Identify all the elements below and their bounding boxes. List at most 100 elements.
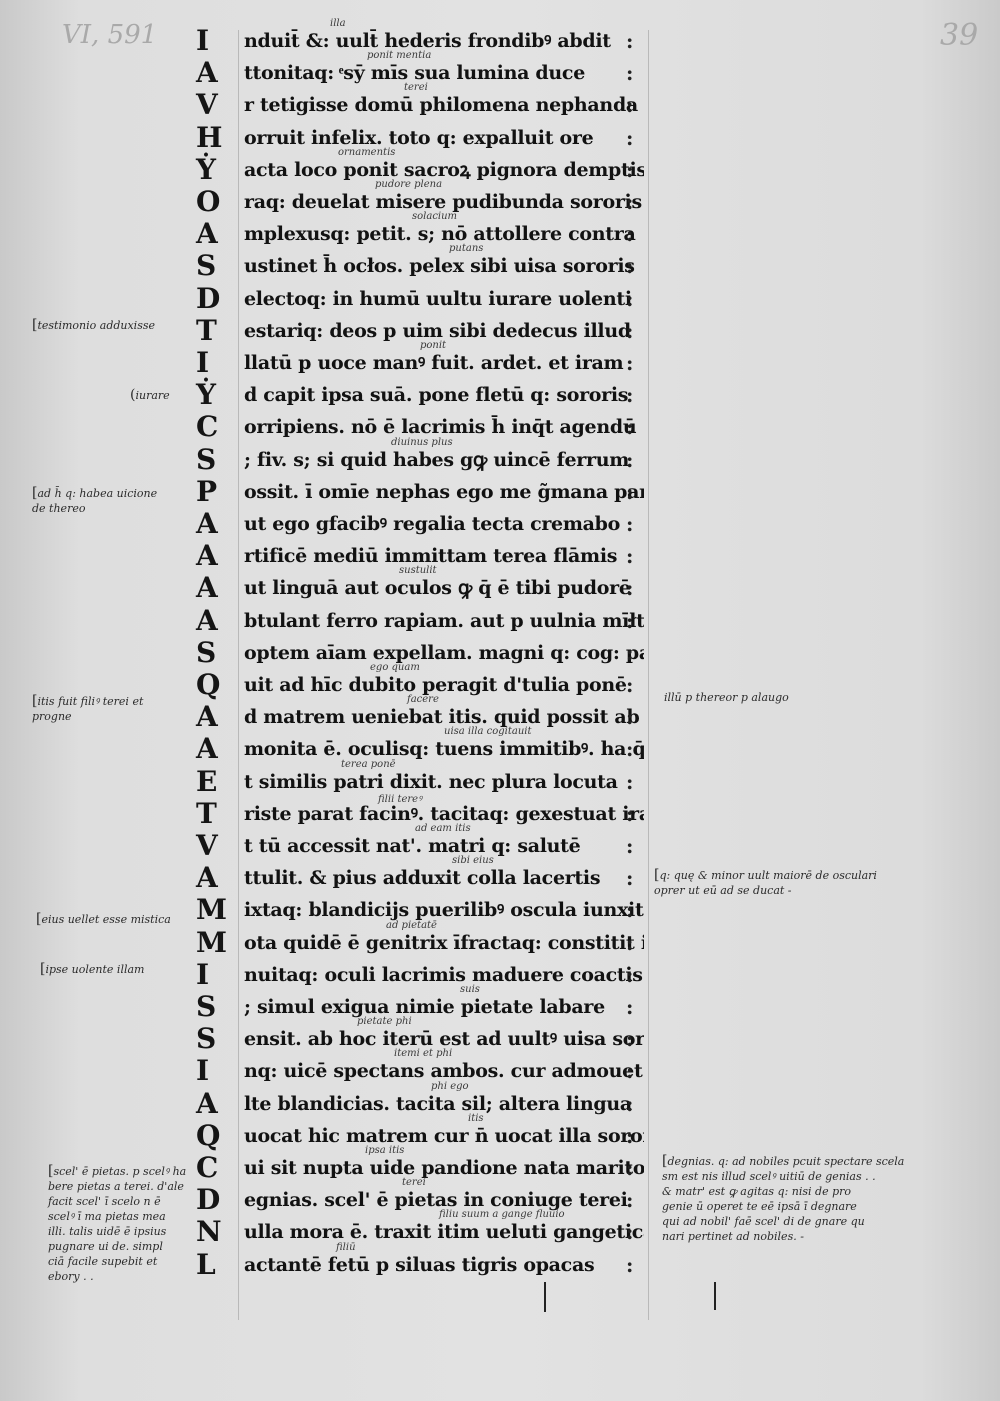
verse-initial: Q bbox=[196, 668, 221, 701]
line-end-mark: : bbox=[626, 512, 634, 536]
interlinear-gloss: terei bbox=[404, 82, 428, 93]
line-end-mark: : bbox=[626, 898, 634, 922]
verse-initial: S bbox=[196, 990, 217, 1023]
verse-initial: A bbox=[196, 1087, 218, 1120]
line-end-mark: : bbox=[626, 705, 634, 729]
verse-text: riste parat facinꝰ. tacitaq: gexestuat i… bbox=[244, 803, 644, 825]
interlinear-gloss: phi ego bbox=[431, 1081, 469, 1092]
folio-number-left: VI, 591 bbox=[62, 20, 158, 50]
line-end-mark: : bbox=[626, 1220, 634, 1244]
interlinear-gloss: terea ponē bbox=[341, 759, 396, 770]
line-end-mark: : bbox=[626, 1027, 634, 1051]
verse-text: lte blandicias. tacita sil; altera lingu… bbox=[244, 1093, 632, 1115]
verse-initial: A bbox=[196, 217, 218, 250]
verse-initial: M bbox=[196, 893, 227, 926]
interlinear-gloss: uisa illa cogitauit bbox=[444, 726, 532, 737]
verse-text: d capit ipsa suā. pone fletū q: sororis bbox=[244, 384, 629, 406]
line-end-mark: : bbox=[626, 770, 634, 794]
verse-initial: T bbox=[196, 314, 217, 347]
verse-initial: A bbox=[196, 732, 218, 765]
left-margin-note: [eius uellet esse mistica bbox=[36, 911, 171, 927]
verse-initial: M bbox=[196, 926, 227, 959]
verse-text: ttulit. & pius adduxit colla lacertis bbox=[244, 867, 601, 889]
verse-initial: I bbox=[196, 346, 210, 379]
verse-initial: S bbox=[196, 443, 217, 476]
verse-text: actantē fetū p siluas tigris opacas bbox=[244, 1254, 595, 1276]
verse-text: nduit̄ &: uult̄ hederis frondibꝰ abdit bbox=[244, 30, 611, 52]
interlinear-gloss: ipsa itis bbox=[365, 1145, 405, 1156]
line-end-mark: : bbox=[626, 158, 634, 182]
verse-text: ui sit nupta uide pandione nata marito bbox=[244, 1157, 644, 1179]
line-end-mark: : bbox=[626, 1253, 634, 1277]
verse-line: S; fiv. s; si quid habes gꝙ uincē ferrum… bbox=[0, 437, 1000, 477]
line-end-mark: : bbox=[626, 93, 634, 117]
verse-text: t similis patri dixit. nec plura locuta bbox=[244, 771, 618, 793]
verse-initial: V bbox=[196, 829, 218, 862]
line-end-mark: : bbox=[626, 995, 634, 1019]
line-end-mark: : bbox=[626, 126, 634, 150]
line-end-mark: : bbox=[626, 544, 634, 568]
right-margin-note: [degnias. q: ad nobiles pcuit spectare s… bbox=[662, 1153, 905, 1244]
interlinear-gloss: sibi eius bbox=[452, 855, 494, 866]
line-end-mark: : bbox=[626, 737, 634, 761]
verse-text: estariq: deos p uim sibi dedecus illud bbox=[244, 320, 631, 342]
verse-initial: A bbox=[196, 507, 218, 540]
interlinear-gloss: diuinus plus bbox=[391, 437, 453, 448]
interlinear-gloss: pietate phi bbox=[357, 1016, 412, 1027]
verse-initial: Q bbox=[196, 1119, 221, 1152]
left-margin-note: [testimonio adduxisse bbox=[32, 317, 156, 333]
verse-text: orripiens. nō ē lacrimis h̄ inq̄t agendū bbox=[244, 416, 637, 438]
line-end-mark: : bbox=[626, 1059, 634, 1083]
line-end-mark: : bbox=[626, 1188, 634, 1212]
line-end-mark: : bbox=[626, 609, 634, 633]
line-end-mark: : bbox=[626, 834, 634, 858]
verse-initial: Ẏ bbox=[196, 153, 216, 186]
interlinear-gloss: ponit mentia bbox=[367, 50, 432, 61]
line-end-mark: : bbox=[626, 673, 634, 697]
verse-line: Inq: uicē spectans ambos. cur admouet in… bbox=[0, 1048, 1000, 1088]
interlinear-gloss: filiū bbox=[336, 1242, 356, 1253]
verse-initial: V bbox=[196, 88, 218, 121]
verse-text: ut linguā aut oculos ꝙ q̄ ē tibi pudorē bbox=[244, 577, 631, 599]
verse-text: r tetigisse domū philomena nephanda bbox=[244, 94, 638, 116]
verse-text: monita ē. oculisq: tuens immitibꝰ. ha q̄ bbox=[244, 738, 644, 760]
verse-initial: I bbox=[196, 24, 210, 57]
line-end-mark: : bbox=[626, 931, 634, 955]
line-end-mark: : bbox=[626, 963, 634, 987]
verse-text: ttonitaq: ͤsȳ mīs sua lumina duce bbox=[244, 62, 585, 84]
verse-initial: D bbox=[196, 282, 221, 315]
line-end-mark: : bbox=[626, 254, 634, 278]
line-end-mark: : bbox=[626, 576, 634, 600]
line-end-mark: : bbox=[626, 383, 634, 407]
verse-initial: L bbox=[196, 1248, 216, 1281]
interlinear-gloss: ad pietatē bbox=[386, 920, 437, 931]
ruling-line-left bbox=[238, 30, 239, 1320]
interlinear-gloss: sustulit bbox=[399, 565, 437, 576]
verse-text: nq: uicē spectans ambos. cur admouet inq… bbox=[244, 1060, 644, 1082]
line-end-mark: : bbox=[626, 190, 634, 214]
verse-text: rtificē mediū immittam terea flāmis bbox=[244, 545, 618, 567]
